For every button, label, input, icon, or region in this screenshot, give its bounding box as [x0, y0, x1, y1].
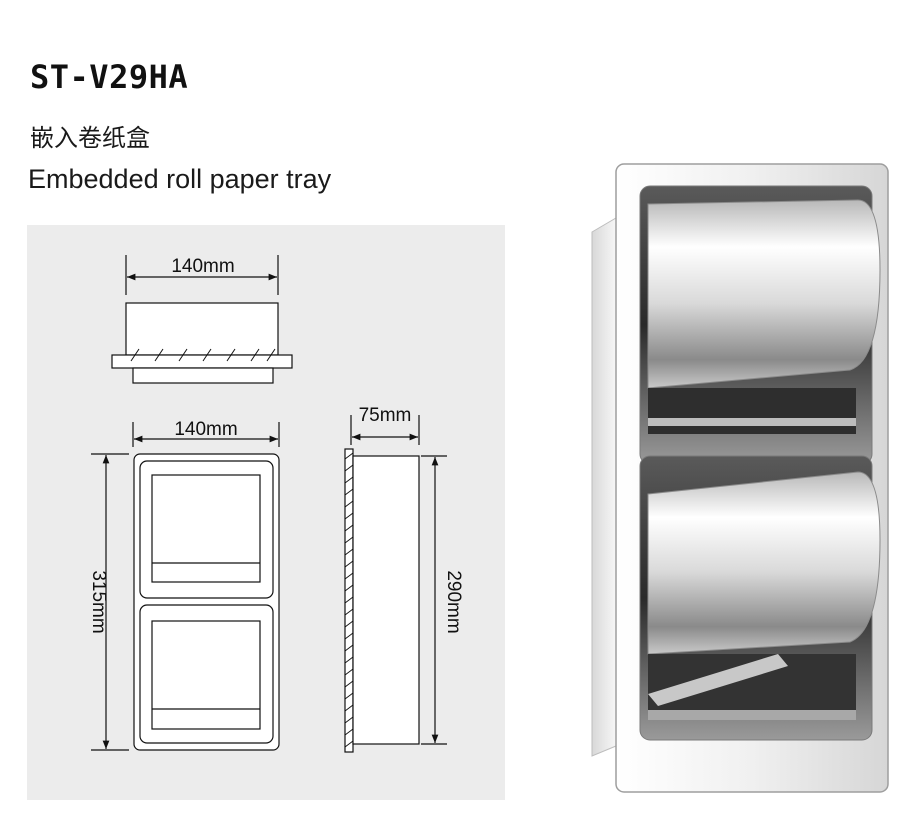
side-depth-label: 75mm — [359, 405, 412, 426]
front-width-label: 140mm — [174, 419, 237, 440]
product-name-chinese: 嵌入卷纸盒 — [30, 124, 150, 152]
technical-drawing-panel: 140mm 140mm 315mm — [27, 225, 505, 800]
front-view — [91, 422, 280, 751]
product-name-english: Embedded roll paper tray — [28, 164, 332, 194]
side-height-label: 290mm — [443, 570, 464, 633]
product-model: ST-V29HA — [30, 58, 189, 96]
front-height-label: 315mm — [88, 570, 109, 633]
side-view — [344, 415, 447, 753]
product-photo — [588, 160, 893, 801]
top-width-label: 140mm — [171, 256, 234, 277]
top-view — [111, 255, 293, 384]
